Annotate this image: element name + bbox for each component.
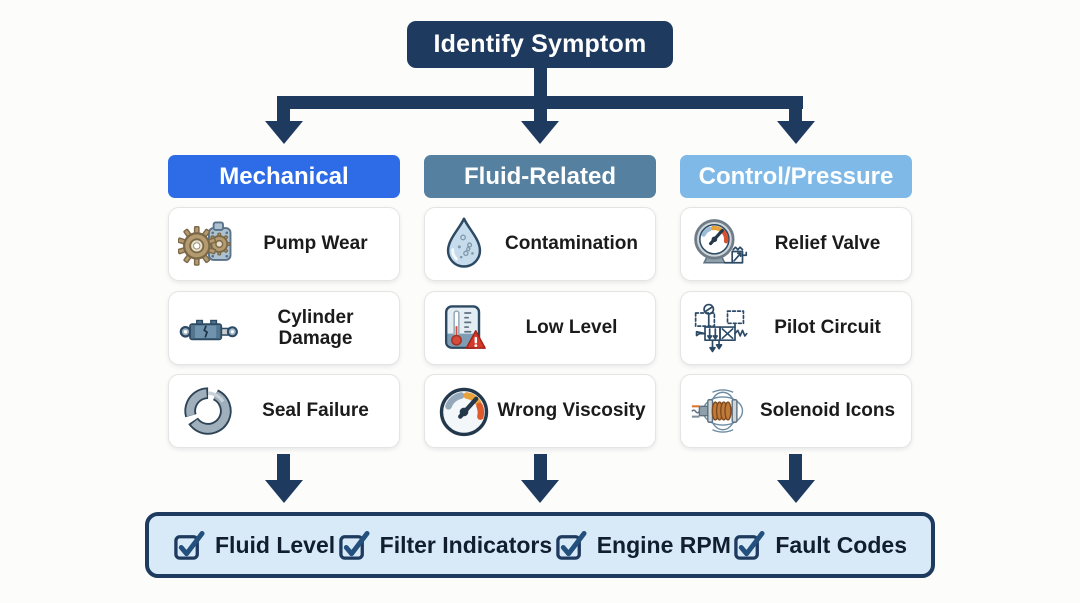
solenoid-coil-icon (690, 381, 750, 441)
card-label: Solenoid Icons (759, 400, 896, 422)
connector-stem-top (533, 67, 547, 97)
connector-stem-bottom-center (533, 454, 547, 481)
card-label: Low Level (525, 317, 618, 339)
card-low-level: Low Level (424, 291, 656, 365)
checkbox-checked-icon[interactable] (733, 529, 766, 562)
checkbox-checked-icon[interactable] (173, 529, 206, 562)
pump-gears-icon (178, 214, 238, 274)
column-header-label: Control/Pressure (698, 162, 894, 190)
column-header-label: Mechanical (219, 162, 349, 190)
checklist-item-fault-codes[interactable]: Fault Codes (733, 529, 907, 562)
arrowhead-down-icon (776, 121, 815, 144)
arrowhead-down-icon (521, 480, 559, 503)
low-level-warning-icon (434, 298, 494, 358)
contaminated-droplet-icon (434, 214, 494, 274)
hydraulic-cylinder-icon (178, 298, 238, 358)
card-label: Cylinder Damage (277, 306, 354, 349)
pilot-circuit-schematic-icon (690, 298, 750, 358)
connector-stem-bottom-right (789, 454, 802, 481)
column-header-mechanical: Mechanical (168, 155, 400, 198)
card-label: Seal Failure (262, 400, 369, 422)
card-solenoid: Solenoid Icons (680, 374, 912, 448)
column-header-fluid-related: Fluid-Related (424, 155, 656, 198)
card-cylinder-damage: Cylinder Damage (168, 291, 400, 365)
arrowhead-down-icon (521, 121, 559, 144)
checklist-label: Fluid Level (215, 531, 336, 558)
card-pilot-circuit: Pilot Circuit (680, 291, 912, 365)
connector-stem-bottom-left (277, 454, 290, 481)
connector-stem-left (277, 108, 290, 122)
card-pump-wear: Pump Wear (168, 207, 400, 281)
checklist-bar: Fluid Level Filter Indicators Engine RPM… (145, 512, 935, 578)
checkbox-checked-icon[interactable] (338, 529, 371, 562)
card-label: Relief Valve (774, 233, 881, 255)
card-label: Pump Wear (263, 233, 368, 255)
arrowhead-down-icon (264, 480, 303, 503)
card-contamination: Contamination (424, 207, 656, 281)
checklist-item-filter-indicators[interactable]: Filter Indicators (338, 529, 553, 562)
checklist-item-fluid-level[interactable]: Fluid Level (173, 529, 335, 562)
connector-stem-right (789, 108, 802, 122)
card-wrong-viscosity: Wrong Viscosity (424, 374, 656, 448)
arrowhead-down-icon (264, 121, 303, 144)
broken-seal-ring-icon (178, 381, 238, 441)
card-label: Contamination (505, 233, 638, 255)
checklist-item-engine-rpm[interactable]: Engine RPM (555, 529, 731, 562)
card-relief-valve: Relief Valve (680, 207, 912, 281)
pressure-gauge-valve-icon (690, 214, 750, 274)
column-header-label: Fluid-Related (463, 162, 616, 190)
column-header-control-pressure: Control/Pressure (680, 155, 912, 198)
root-node-identify-symptom: Identify Symptom (407, 21, 673, 68)
checklist-label: Fault Codes (775, 531, 907, 558)
checkbox-checked-icon[interactable] (555, 529, 588, 562)
card-label: Pilot Circuit (774, 317, 881, 339)
connector-horizontal-bar (277, 96, 803, 109)
root-node-label: Identify Symptom (433, 30, 647, 58)
checklist-label: Filter Indicators (379, 531, 553, 558)
card-label: Wrong Viscosity (497, 400, 646, 422)
arrowhead-down-icon (776, 480, 815, 503)
connector-stem-center (533, 108, 547, 122)
viscosity-gauge-icon (434, 381, 494, 441)
checklist-label: Engine RPM (596, 531, 731, 558)
card-seal-failure: Seal Failure (168, 374, 400, 448)
